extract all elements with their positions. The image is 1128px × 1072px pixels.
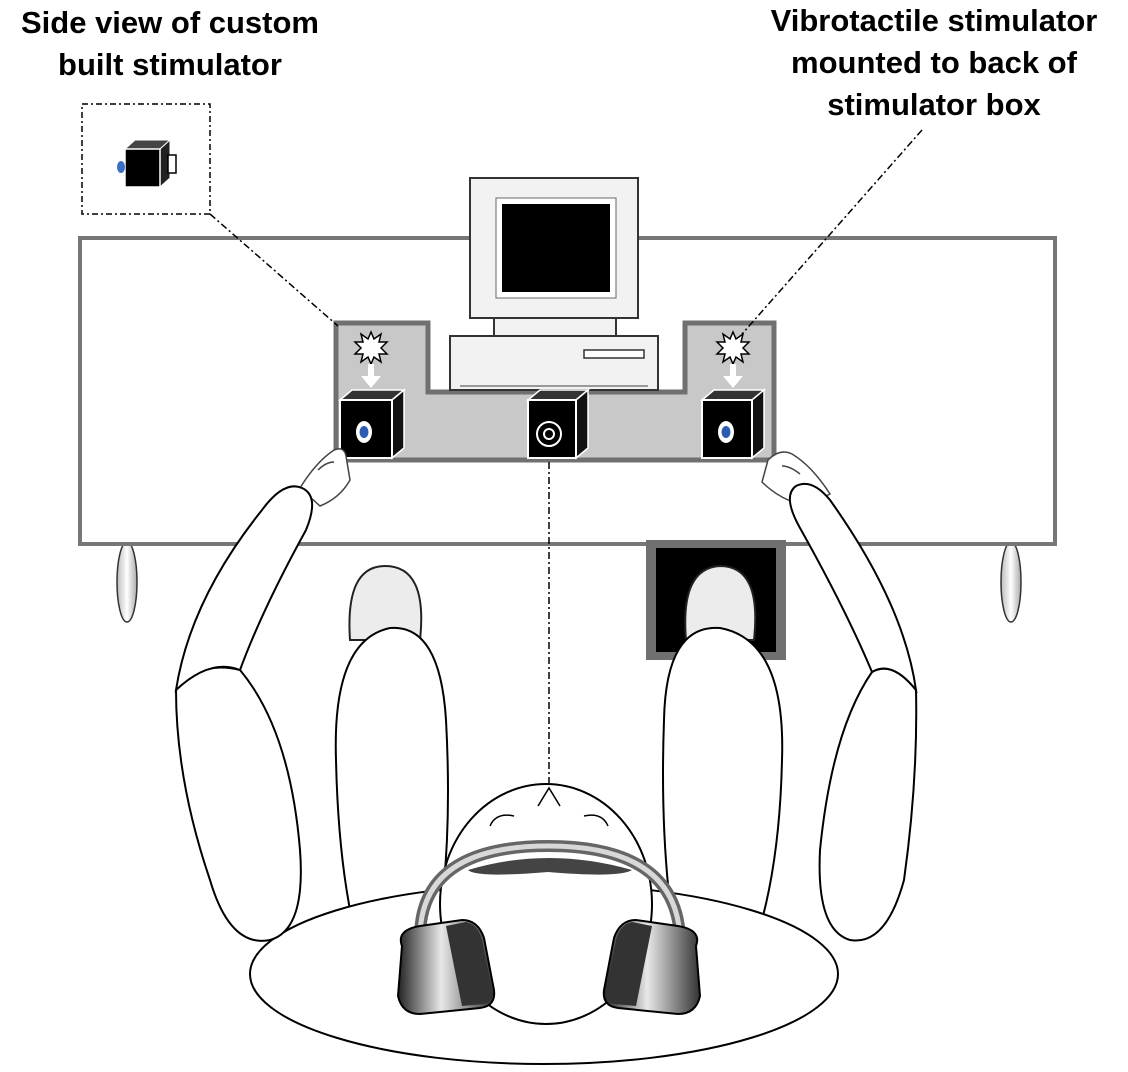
- vibrotactile-label-line-3: stimulator box: [827, 87, 1041, 122]
- side-view-inset: [81, 103, 211, 215]
- right-leg: [662, 626, 784, 921]
- vibrotactile-label: Vibrotactile stimulator mounted to back …: [740, 0, 1128, 126]
- leader-line-vibrotactile: [741, 129, 923, 335]
- computer-monitor: [469, 177, 639, 339]
- left-leg: [334, 626, 449, 921]
- table-leg-right: [1000, 541, 1022, 623]
- vibration-icon-right: [715, 330, 751, 388]
- vibrotactile-label-line-1: Vibrotactile stimulator: [770, 3, 1098, 38]
- stimulator-box: [333, 320, 777, 463]
- left-ear: [489, 814, 515, 827]
- leader-line-side-view: [209, 213, 339, 327]
- headphone-cup-right: [602, 918, 702, 1016]
- right-forearm: [789, 482, 918, 694]
- right-ear: [583, 814, 609, 827]
- left-hand: [299, 448, 351, 507]
- side-view-label-line-1: Side view of custom: [20, 5, 319, 40]
- right-upper-arm: [818, 667, 918, 942]
- stimulator-cube-left: [337, 388, 407, 460]
- headphone-cup-left: [396, 918, 496, 1016]
- computer-tower: [449, 335, 659, 391]
- stimulator-cube-center: [525, 388, 591, 460]
- vibration-icon-left: [353, 330, 389, 388]
- side-view-label-line-2: built stimulator: [58, 47, 282, 82]
- vibrotactile-label-line-2: mounted to back of: [791, 45, 1077, 80]
- table-leg-left: [116, 541, 138, 623]
- left-upper-arm: [174, 666, 302, 942]
- leader-lines: [209, 129, 923, 788]
- monitor-screen: [502, 204, 610, 292]
- side-view-label: Side view of custom built stimulator: [0, 2, 340, 86]
- nose: [537, 786, 561, 807]
- disk-drive-slot: [583, 349, 645, 359]
- left-forearm: [174, 485, 313, 693]
- head: [439, 783, 653, 1025]
- side-view-led: [117, 161, 125, 173]
- headphones-icon: [396, 839, 702, 1016]
- stimulator-cube-right: [699, 388, 767, 460]
